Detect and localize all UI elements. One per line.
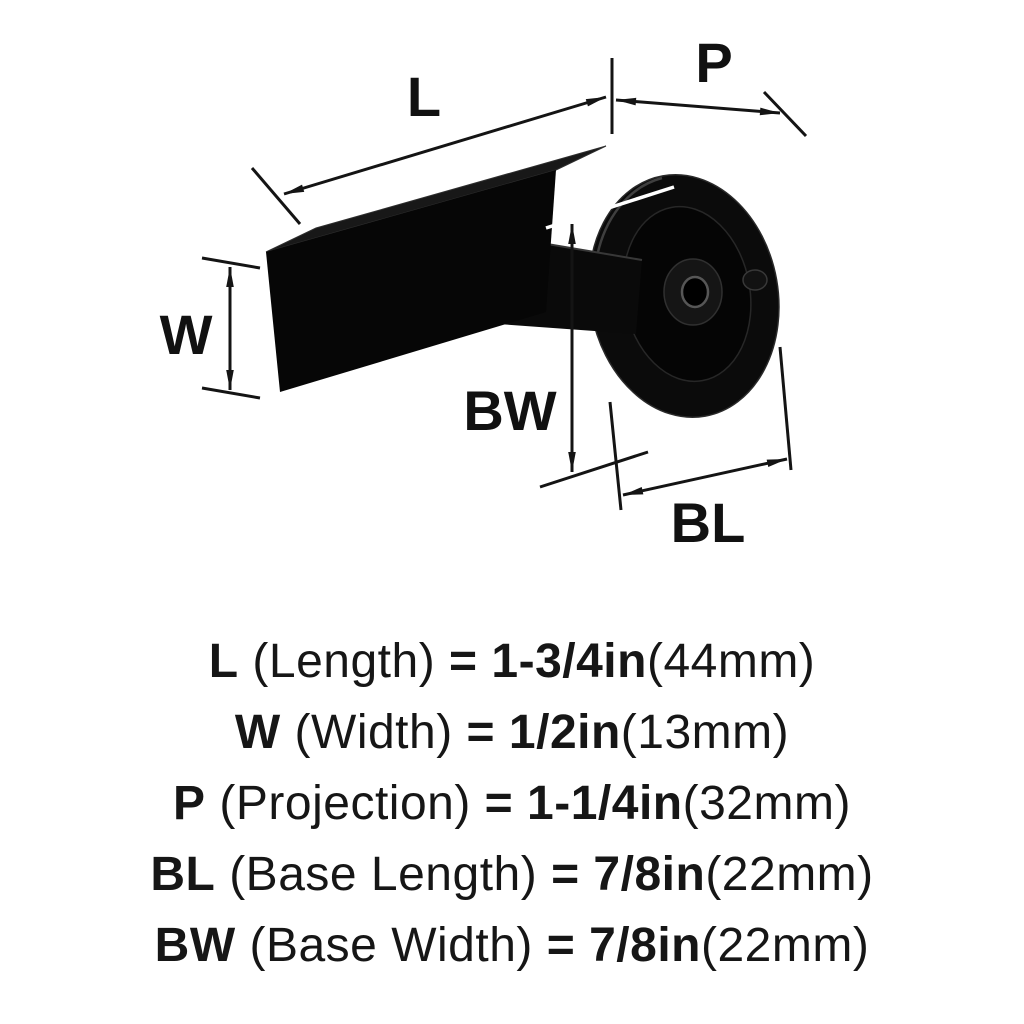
dimension-label-group: L P W BW BL <box>160 31 746 554</box>
ext-width-bottom-tick <box>201 386 261 400</box>
legend-row-length: L (Length) = 1-3/4in(44mm) <box>0 626 1024 697</box>
label-length: L <box>407 65 441 128</box>
legend-code: BW <box>154 919 236 972</box>
dim-base-length-line <box>622 457 788 497</box>
screw-boss-right <box>742 269 768 291</box>
dim-length-line <box>283 95 607 196</box>
legend-metric: (22mm) <box>705 848 874 901</box>
label-projection: P <box>695 31 732 94</box>
legend-row-base-length: BL (Base Length) = 7/8in(22mm) <box>0 839 1024 910</box>
label-width: W <box>160 303 213 366</box>
dim-projection-line <box>615 97 781 116</box>
legend-metric: (32mm) <box>682 777 851 830</box>
ext-base-width-top-tick <box>545 185 675 230</box>
legend-value: = 7/8in <box>551 848 706 901</box>
ext-length-left-tick <box>250 167 302 225</box>
legend-name: (Base Width) <box>249 919 533 972</box>
ext-width-top-tick <box>201 256 261 270</box>
ext-projection-right-tick <box>762 90 808 138</box>
legend-row-projection: P (Projection) = 1-1/4in(32mm) <box>0 768 1024 839</box>
legend-value: = 1-3/4in <box>449 635 647 688</box>
legend-name: (Base Length) <box>229 848 538 901</box>
legend-name: (Length) <box>252 635 436 688</box>
legend-value: = 1-1/4in <box>484 777 683 830</box>
label-base-width: BW <box>463 379 556 442</box>
legend-value: = 7/8in <box>546 919 701 972</box>
knob-illustration <box>265 145 780 419</box>
legend-metric: (13mm) <box>620 706 790 759</box>
legend-code: BL <box>150 848 216 901</box>
measurement-legend: L (Length) = 1-3/4in(44mm) W (Width) = 1… <box>0 626 1024 981</box>
legend-row-base-width: BW (Base Width) = 7/8in(22mm) <box>0 910 1024 981</box>
ext-base-length-left-tick <box>608 401 623 511</box>
base-rim-highlight <box>594 176 663 263</box>
dimension-diagram-canvas: L P W BW BL <box>160 31 808 554</box>
label-base-length: BL <box>671 491 746 554</box>
center-screw-hole <box>680 275 710 309</box>
legend-code: W <box>234 706 281 759</box>
legend-name: (Projection) <box>219 777 471 830</box>
legend-value: = 1/2in <box>466 706 621 759</box>
legend-code: P <box>173 777 206 830</box>
ext-base-length-right-tick <box>778 346 793 471</box>
legend-metric: (22mm) <box>700 919 870 972</box>
ext-base-width-bottom-tick <box>539 450 649 489</box>
dimension-lines <box>201 58 808 511</box>
knob-bar-front-face <box>266 170 556 392</box>
legend-row-width: W (Width) = 1/2in(13mm) <box>0 697 1024 768</box>
legend-metric: (44mm) <box>646 635 816 688</box>
legend-name: (Width) <box>294 706 453 759</box>
legend-code: L <box>208 635 239 688</box>
